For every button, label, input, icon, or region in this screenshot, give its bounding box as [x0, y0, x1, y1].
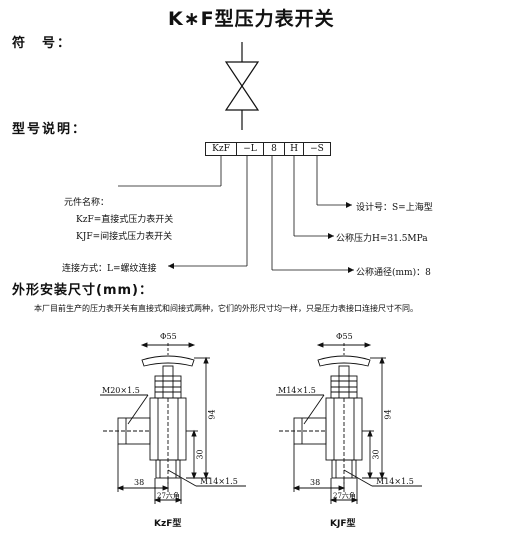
kzf-description: KzF=直接式压力表开关 — [76, 215, 174, 225]
kjf-thread-top: M14×1.5 — [278, 386, 316, 395]
kzf-thread-bottom: M14×1.5 — [200, 477, 238, 486]
kjf-phi-label: Φ55 — [336, 332, 353, 341]
element-name-label: 元件名称： — [64, 198, 110, 208]
kzf-hex-label: 27六角 — [157, 492, 180, 500]
kzf-caption: KzF型 — [154, 519, 182, 529]
kjf-description: KJF=间接式压力表开关 — [76, 232, 173, 242]
kzf-dim-38: 38 — [134, 478, 145, 487]
kjf-thread-bottom: M14×1.5 — [376, 477, 414, 486]
kjf-hex-label: 27六角 — [333, 492, 356, 500]
kjf-dim-38: 38 — [310, 478, 321, 487]
kjf-dim-94: 94 — [383, 409, 393, 420]
design-label: 设计号：S=上海型 — [356, 203, 433, 213]
kzf-phi-label: Φ55 — [160, 332, 177, 341]
kzf-thread-top: M20×1.5 — [102, 386, 140, 395]
kjf-caption: KJF型 — [330, 519, 356, 529]
model-heading: 型号说明： — [12, 122, 88, 137]
connection-label: 连接方式：L=螺纹连接 — [62, 264, 157, 274]
code-box-design: −S — [303, 142, 331, 156]
kjf-dim-30: 30 — [371, 449, 381, 460]
dimensions-heading: 外形安装尺寸(mm)： — [12, 283, 153, 298]
description-text: 本厂目前生产的压力表开关有直接式和间接式两种，它们的外形尺寸均一样，只是压力表接… — [34, 304, 418, 313]
pressure-label: 公称压力H=31.5MPa — [336, 234, 428, 244]
page-title: K∗F型压力表开关 — [168, 8, 335, 30]
bore-label: 公称通径(mm)：8 — [356, 268, 431, 278]
symbol-heading: 符 号： — [12, 36, 73, 51]
